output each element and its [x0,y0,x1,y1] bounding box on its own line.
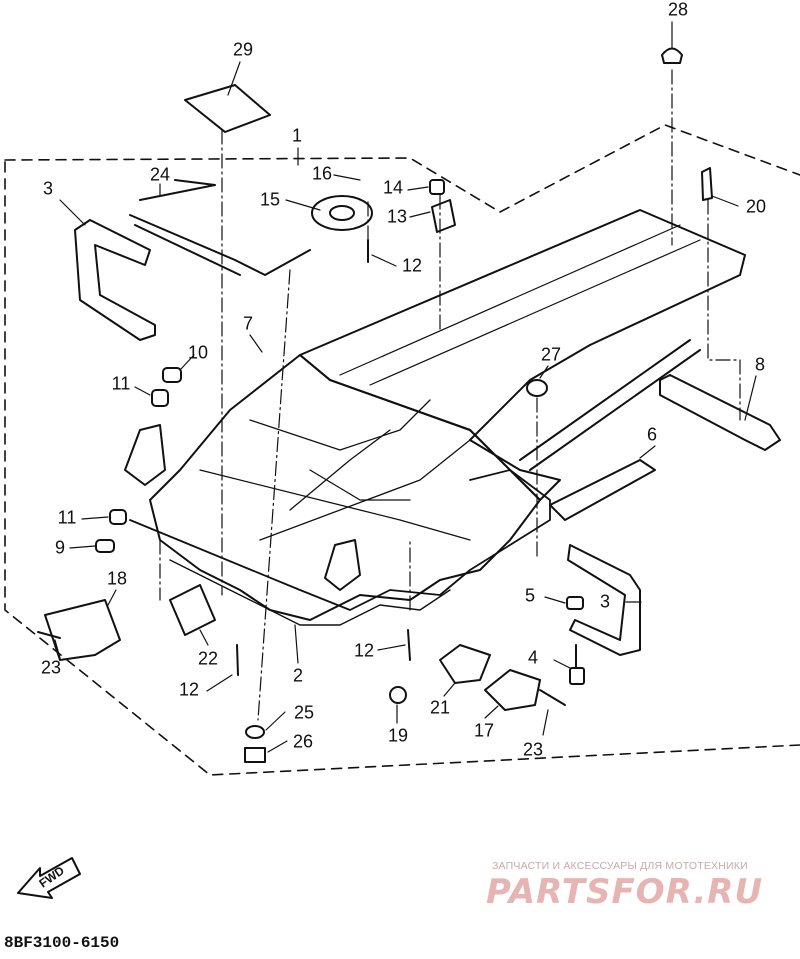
callout-5: 5 [524,585,536,606]
callout-21: 21 [429,697,451,718]
callout-24: 24 [149,164,171,185]
pin-20 [701,167,713,201]
bolt-12-mid [407,629,411,661]
callout-17: 17 [473,720,495,741]
gasket-21 [439,644,491,684]
nut-14 [429,179,445,195]
callout-27: 27 [540,344,562,365]
mount-9 [95,539,115,553]
frame-top-plate [299,209,746,501]
bolt-4 [569,667,585,685]
callout-23-right: 23 [522,739,544,760]
callout-7: 7 [242,313,254,334]
gasket-22 [169,584,216,636]
callout-12-lower: 12 [178,679,200,700]
fwd-arrow [17,857,81,899]
watermark-subtitle: ЗАПЧАСТИ И АКСЕССУАРЫ ДЛЯ МОТОТЕХНИКИ [492,860,748,872]
collar-5 [566,596,584,610]
callout-19: 19 [387,725,409,746]
callout-3-lower: 3 [599,591,611,612]
callout-12-upper: 12 [401,255,423,276]
bracket-8 [659,374,781,451]
plug-27 [526,379,548,397]
nut-26 [244,747,266,763]
callout-14: 14 [382,177,404,198]
callout-10: 10 [187,342,209,363]
callout-1: 1 [291,125,303,146]
callout-20: 20 [745,196,767,217]
frame-body [149,354,541,621]
mount-11-lower [109,509,127,525]
washer-25 [245,725,265,739]
callout-8: 8 [754,354,766,375]
watermark-logo: PARTSFOR.RU [486,872,764,912]
bracket-6 [549,459,656,521]
callout-2: 2 [292,665,304,686]
callout-26: 26 [292,731,314,752]
callout-4: 4 [527,647,539,668]
mount-10 [162,367,182,383]
label-plate-29 [184,84,271,133]
callout-12-mid: 12 [353,640,375,661]
callout-28: 28 [667,0,689,20]
bumper-3-upper [74,219,156,341]
callout-13: 13 [386,206,408,227]
bumper-3-lower [567,544,641,656]
bolt-12-lower [236,644,239,676]
callout-3-upper: 3 [42,178,54,199]
callout-16: 16 [311,163,333,184]
callout-9: 9 [54,537,66,558]
callout-11-lower: 11 [57,507,77,528]
callout-11-upper: 11 [111,373,131,394]
cover-18 [44,599,121,661]
callout-6: 6 [646,424,658,445]
bracket-13 [431,199,456,233]
callout-23-left: 23 [40,657,62,678]
callout-22: 22 [197,648,219,669]
screw-23-left [37,631,61,639]
callout-25: 25 [293,702,315,723]
mount-11-upper [151,389,169,407]
grab-bar-24 [129,179,311,276]
cap-28 [661,47,683,64]
screw-23-right [539,689,566,706]
callout-15: 15 [259,189,281,210]
seal-17 [484,669,541,711]
diagram-part-code: 8BF3100-6150 [4,934,120,952]
callout-29: 29 [232,39,254,60]
callout-18: 18 [106,568,128,589]
assembly-boundary-outline [4,124,800,776]
grommet-19 [389,686,407,704]
flange-15 [311,195,373,231]
